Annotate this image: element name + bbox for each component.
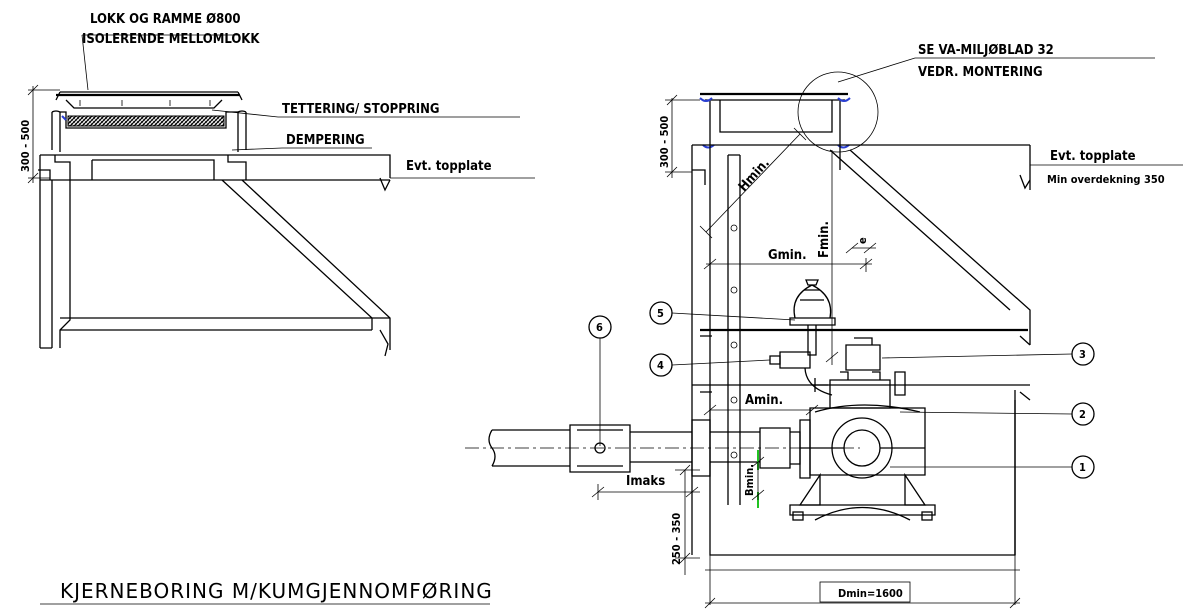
svg-text:3: 3: [1079, 348, 1086, 361]
label-tettering: TETTERING/ STOPPRING: [282, 102, 440, 117]
callout-2: 2: [1071, 402, 1095, 426]
svg-text:4: 4: [657, 359, 664, 372]
label-isolerende: ISOLERENDE MELLOMLOKK: [82, 32, 260, 47]
dim-amin: Amin.: [745, 393, 783, 408]
dim-dmin: Dmin=1600: [838, 587, 903, 600]
dim-right-height: 300 - 500: [658, 116, 671, 168]
callout-4: 4: [649, 353, 673, 377]
dim-imaks: Imaks: [626, 474, 665, 489]
label-se-va: SE VA-MILJØBLAD 32: [918, 43, 1054, 58]
dim-e: e: [856, 237, 869, 244]
dim-bottom-height: 250 - 350: [670, 513, 683, 565]
callout-3: 3: [1071, 342, 1095, 366]
label-topplate-right: Evt. topplate: [1050, 149, 1136, 164]
label-dempering: DEMPERING: [286, 133, 365, 148]
drawing-title: KJERNEBORING M/KUMGJENNOMFØRING: [60, 579, 493, 603]
svg-text:6: 6: [596, 321, 603, 334]
svg-text:2: 2: [1079, 408, 1086, 421]
right-section: [465, 57, 1155, 609]
label-topplate-left: Evt. topplate: [406, 159, 492, 174]
svg-text:5: 5: [657, 307, 664, 320]
label-overdekning: Min overdekning 350: [1047, 173, 1165, 186]
label-lokk: LOKK OG RAMME Ø800: [90, 12, 241, 27]
callout-5: 5: [649, 301, 673, 325]
svg-text:1: 1: [1079, 461, 1086, 474]
callout-6: 6: [588, 315, 612, 339]
label-vedr: VEDR. MONTERING: [918, 65, 1043, 80]
dim-left-height: 300 - 500: [19, 120, 32, 172]
dim-gmin: Gmin.: [768, 248, 807, 263]
callout-1: 1: [1071, 455, 1095, 479]
dim-hmin: Hmin.: [736, 156, 773, 195]
dim-fmin: Fmin.: [817, 221, 832, 258]
left-detail: [27, 34, 520, 357]
dim-bmin: Bmin.: [743, 464, 756, 496]
insulation-hatch: [67, 115, 225, 127]
